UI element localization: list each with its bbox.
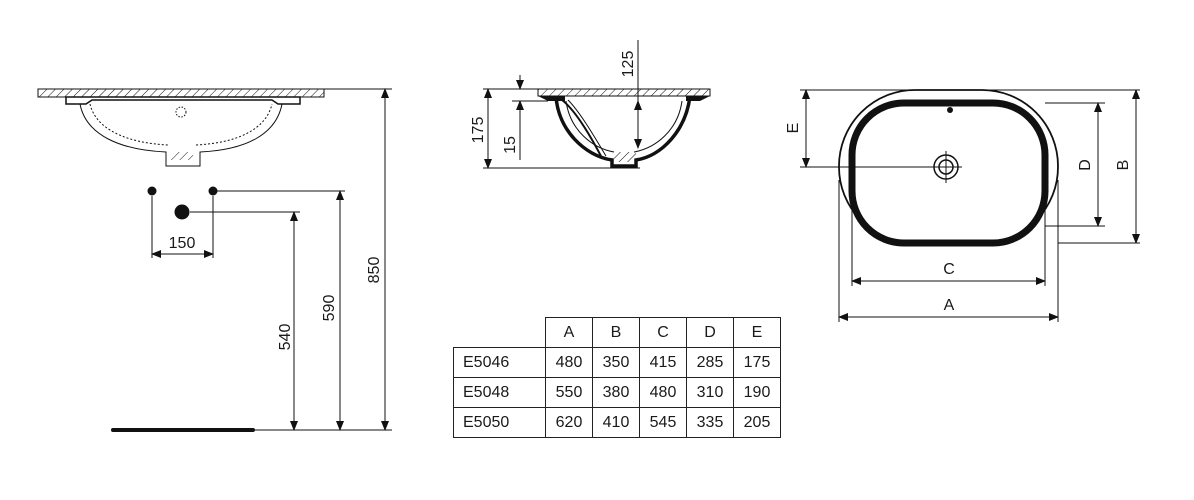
water-inlet-left <box>147 186 157 196</box>
value-cell: 415 <box>639 347 687 378</box>
dim-175-label: 175 <box>470 117 487 144</box>
value-cell: 620 <box>545 407 593 438</box>
header-E: E <box>733 317 781 348</box>
water-inlet-right <box>208 186 218 196</box>
value-cell: 545 <box>639 407 687 438</box>
model-cell: E5048 <box>453 377 546 408</box>
basin-bowl <box>79 103 283 167</box>
table-row: E5050 620 410 545 335 205 <box>453 407 781 438</box>
header-D: D <box>686 317 734 348</box>
dim-590-label: 590 <box>321 295 338 322</box>
value-cell: 350 <box>592 347 640 378</box>
side-view: 150 540 590 850 <box>37 88 392 432</box>
header-B: B <box>592 317 640 348</box>
dim-D-label: D <box>1077 159 1094 171</box>
dim-850-label: 850 <box>366 257 383 284</box>
dim-E-label: E <box>785 123 802 134</box>
section-countertop <box>537 88 711 97</box>
value-cell: 205 <box>733 407 781 438</box>
overflow-hole <box>175 106 187 118</box>
dim-C-label: C <box>943 261 955 278</box>
dim-150-label: 150 <box>169 235 196 252</box>
model-cell: E5046 <box>453 347 546 378</box>
table-row: E5046 480 350 415 285 175 <box>453 347 781 378</box>
value-cell: 380 <box>592 377 640 408</box>
waste-outlet <box>174 204 190 220</box>
value-cell: 335 <box>686 407 734 438</box>
dim-540-label: 540 <box>277 324 294 351</box>
value-cell: 410 <box>592 407 640 438</box>
header-A: A <box>545 317 593 348</box>
countertop <box>37 88 325 98</box>
section-bowl <box>554 95 692 168</box>
value-cell: 480 <box>545 347 593 378</box>
section-view: 175 15 125 <box>470 40 711 169</box>
dim-B-label: B <box>1115 160 1132 171</box>
value-cell: 480 <box>639 377 687 408</box>
dim-125-label: 125 <box>620 51 637 78</box>
table-row: E5048 550 380 480 310 190 <box>453 377 781 408</box>
basin-inner-bowl <box>848 99 1049 247</box>
dim-15-label: 15 <box>502 136 519 154</box>
header-C: C <box>639 317 687 348</box>
value-cell: 175 <box>733 347 781 378</box>
value-cell: 310 <box>686 377 734 408</box>
overflow-icon <box>947 107 953 113</box>
dimension-table: A B C D E E5046 480 350 415 285 175 E504… <box>453 317 781 438</box>
value-cell: 285 <box>686 347 734 378</box>
model-cell: E5050 <box>453 407 546 438</box>
dim-A-label: A <box>944 297 955 314</box>
table-header-row: A B C D E <box>453 317 781 348</box>
value-cell: 190 <box>733 377 781 408</box>
plan-view: E D B C A <box>785 89 1140 322</box>
value-cell: 550 <box>545 377 593 408</box>
